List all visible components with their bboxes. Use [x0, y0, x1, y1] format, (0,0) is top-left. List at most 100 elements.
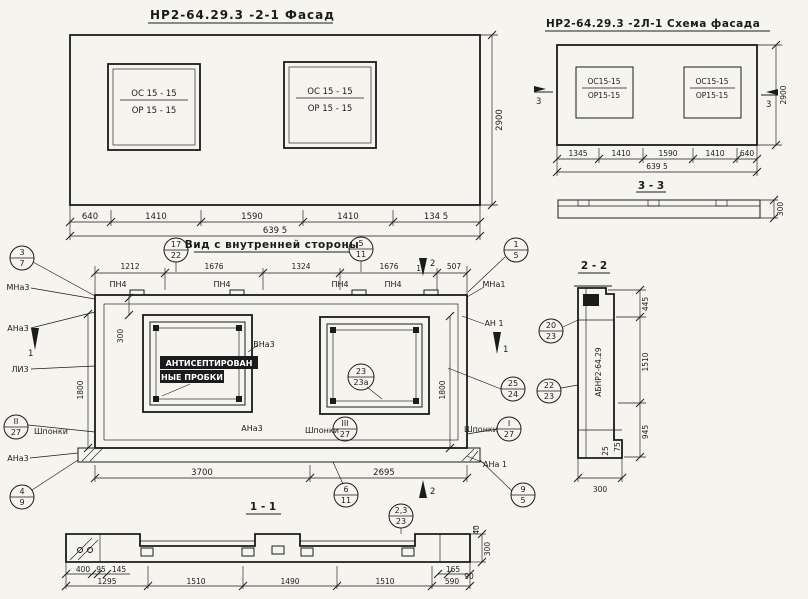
cut-marker-2-bottom: 2: [419, 480, 435, 498]
dim-label: 640: [82, 212, 98, 222]
svg-text:1: 1: [513, 240, 518, 249]
facade-height-dim: [480, 30, 498, 210]
anchor-label-pn4: ПН4: [109, 280, 126, 289]
dim-label: 25: [601, 446, 610, 456]
svg-text:I: I: [508, 419, 510, 428]
svg-text:9: 9: [520, 485, 525, 494]
svg-text:27: 27: [504, 430, 514, 439]
section-2-2: 2 - 2 АБНР2-64.29 20 23 22 23: [536, 260, 650, 494]
callout-2-27: II 27: [3, 414, 29, 440]
svg-text:23: 23: [544, 392, 554, 401]
svg-text:II: II: [14, 417, 19, 426]
anchor-label-ana3: АНа3: [7, 324, 28, 333]
anchor-label-mna3: МНа3: [7, 283, 30, 292]
dim-label: 1490: [280, 577, 299, 586]
facade-view: НР2-64.29.3 -2-1 Фасад ОС 15 - 15 ОР 15 …: [65, 8, 505, 241]
anchor-label-an1: АН 1: [484, 319, 503, 328]
antiseptic-note: АНТИСЕПТИРОВАН НЫЕ ПРОБКИ: [160, 356, 258, 397]
section-1-1: 400 95 145 165 90 1295 1510 1490 1510 59…: [61, 525, 492, 591]
dim-label: 1345: [568, 149, 587, 158]
note-line: НЫЕ ПРОБКИ: [161, 373, 223, 382]
cut-mark-label: 2: [430, 259, 435, 269]
dim-total-label: 639 5: [646, 162, 668, 171]
svg-text:6: 6: [343, 485, 348, 494]
svg-text:11: 11: [356, 250, 366, 259]
svg-text:7: 7: [19, 259, 24, 268]
svg-text:5: 5: [520, 496, 525, 505]
dim-label: 1510: [641, 352, 650, 371]
svg-text:5: 5: [513, 251, 518, 260]
section-profile: [577, 287, 623, 459]
svg-text:3: 3: [19, 248, 24, 257]
svg-text:23: 23: [546, 332, 556, 341]
window-mark: ОС 15 - 15: [307, 87, 352, 97]
panel-stamp: АБНР2-64.29: [594, 347, 603, 397]
facade-window-2: ОС 15 - 15 ОР 15 - 15: [283, 61, 377, 149]
dim-label: 1676: [379, 262, 398, 271]
anchor-label-ana3-lower: АНа3: [7, 454, 28, 463]
schema-bottom-dims: [552, 145, 762, 177]
dim-label: 445: [641, 297, 650, 312]
dim-label: 1800: [76, 380, 85, 399]
dim-label: 2695: [373, 468, 395, 478]
schema-panel-outline: [556, 44, 758, 146]
anchor-label-pn4: ПН4: [384, 280, 401, 289]
svg-text:22: 22: [171, 251, 181, 260]
window-mark: ОР 15 - 15: [308, 104, 353, 114]
section-label: 3 - 3: [638, 180, 664, 192]
section22-dims: [573, 285, 646, 483]
sill-blocks: [140, 545, 415, 557]
callout-4-9: 4 9: [9, 484, 35, 510]
callout-20-23: 20 23: [538, 318, 579, 344]
schema-view: НР2-64.29.3 -2Л-1 Схема фасада ОС15-15 О…: [534, 18, 788, 223]
dim-label: 134 5: [424, 212, 448, 222]
callout-5-11: 5 11: [348, 236, 374, 262]
dim-label: 300: [116, 329, 125, 344]
anchor-label-pn4: ПН4: [213, 280, 230, 289]
internal-bottom-dims: [90, 465, 472, 483]
dim-label: 75: [613, 442, 622, 452]
svg-text:27: 27: [340, 430, 350, 439]
svg-text:17: 17: [171, 240, 181, 249]
svg-text:24: 24: [508, 390, 518, 399]
label-shponki-right: Шпонки: [464, 425, 498, 434]
window-mark: ОС 15 - 15: [131, 89, 176, 99]
cut-marker-1-right: 1: [493, 332, 508, 355]
cut-marker-3-right: 3: [761, 89, 778, 110]
label-shponki-left: Шпонки: [34, 427, 68, 436]
dim-label: 3700: [191, 468, 213, 478]
dim-label: 590: [445, 577, 460, 586]
section-label-2-2: 2 - 2: [581, 260, 607, 272]
facade-panel-outline: [69, 34, 481, 206]
anchor-label-pn4: ПН4: [331, 280, 348, 289]
dim-label: 640: [740, 149, 755, 158]
callout-25-24: 25 24: [500, 376, 526, 402]
section-label-1-1: 1 - 1: [250, 501, 276, 513]
cut-marker-3-left: 3: [534, 86, 553, 107]
internal-view: Вид с внутренней стороны: [3, 236, 536, 534]
schema-title: НР2-64.29.3 -2Л-1 Схема фасада: [546, 18, 760, 30]
cut-marker-2-top: 2: [419, 258, 435, 276]
cut-mark-label: 3: [536, 97, 541, 107]
dim-label: 1590: [241, 212, 263, 222]
callout-22-23: 22 23: [536, 378, 579, 404]
internal-window-2: [319, 316, 430, 415]
dim-label: 1410: [145, 212, 167, 222]
callout-17-22: 17 22: [163, 237, 189, 263]
svg-text:5: 5: [358, 239, 363, 248]
dim-label: 2900: [779, 85, 788, 104]
anchor-label-mna1: МНа1: [483, 280, 506, 289]
svg-text:2,3: 2,3: [395, 506, 408, 515]
internal-title: Вид с внутренней стороны: [185, 239, 360, 251]
dim-label: 1590: [658, 149, 677, 158]
anchor-label-ana1: АНа 1: [483, 460, 507, 469]
svg-text:23: 23: [396, 517, 406, 526]
schema-window-2: ОС15-15 ОР15-15: [683, 66, 742, 119]
dim-label: 1510: [375, 577, 394, 586]
dim-label: 90: [464, 572, 474, 581]
dim-label: 300: [483, 542, 492, 557]
label-shponki-mid: Шпонки: [305, 426, 339, 435]
svg-text:22: 22: [544, 381, 554, 390]
dim-label: 1324: [291, 262, 310, 271]
